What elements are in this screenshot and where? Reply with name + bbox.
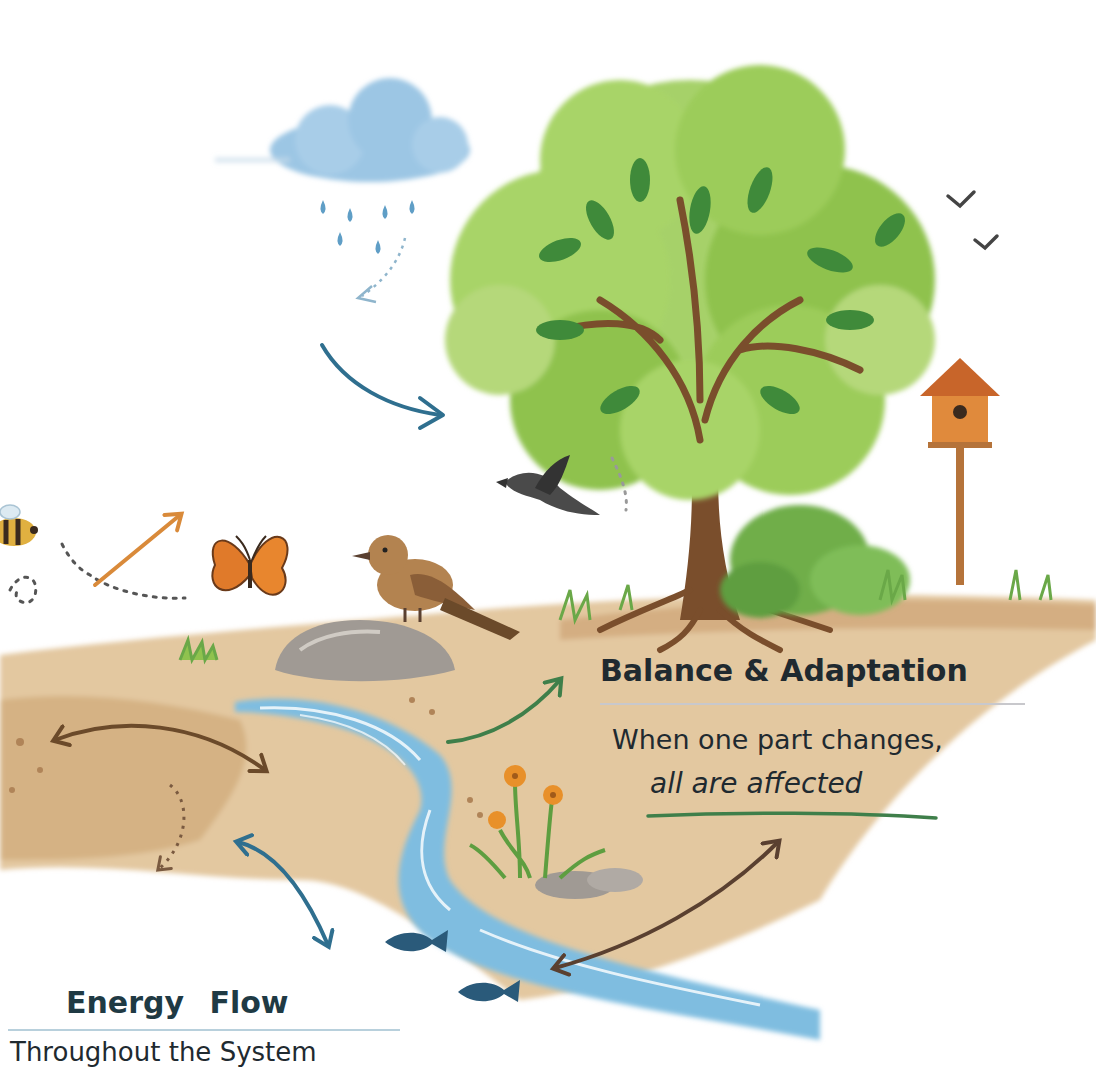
arrow-head [358,286,376,302]
black-bird [496,455,600,515]
body-text: When one part changes, [612,724,943,755]
rain-drops [321,200,415,254]
grass [180,640,217,660]
double-arrow [555,842,778,968]
label-holder: Energy Flow [66,986,289,1021]
ground [0,595,1096,1000]
double-arrow [55,726,265,770]
label-holder: Throughout the System [10,1038,317,1068]
label-holder: Balance & Adaptation [600,654,968,689]
underline-stroke [648,813,936,818]
bush [720,505,910,618]
rain-cloud [215,78,470,182]
rain-arrow [322,345,440,415]
flowers [470,765,643,899]
tree [445,65,935,650]
double-arrow [238,842,328,945]
emphasis-text: all are affected [650,768,862,800]
brown-bird [352,535,520,640]
label-holder: all are affected [650,768,862,800]
section-heading: Balance & Adaptation [600,654,968,689]
dashed-trail [362,238,405,296]
orange-arrow [95,515,180,585]
fish [458,980,520,1002]
arrow-head [420,398,443,428]
section-heading: Energy Flow [66,986,289,1021]
grass [560,570,1051,620]
dashed-trail [160,785,184,868]
bee [0,505,38,546]
fish [385,930,448,952]
butterfly [212,536,287,595]
label-holder: When one part changes, [612,724,943,755]
divider-line [8,1029,400,1031]
dashed-trail [10,544,185,603]
birdhouse [920,358,1000,585]
flying-birds [948,192,997,248]
rock [275,620,455,681]
body-text: Throughout the System [10,1038,317,1068]
dashed-trail [612,458,626,510]
green-arrow [448,680,560,742]
divider-line [600,703,1025,705]
